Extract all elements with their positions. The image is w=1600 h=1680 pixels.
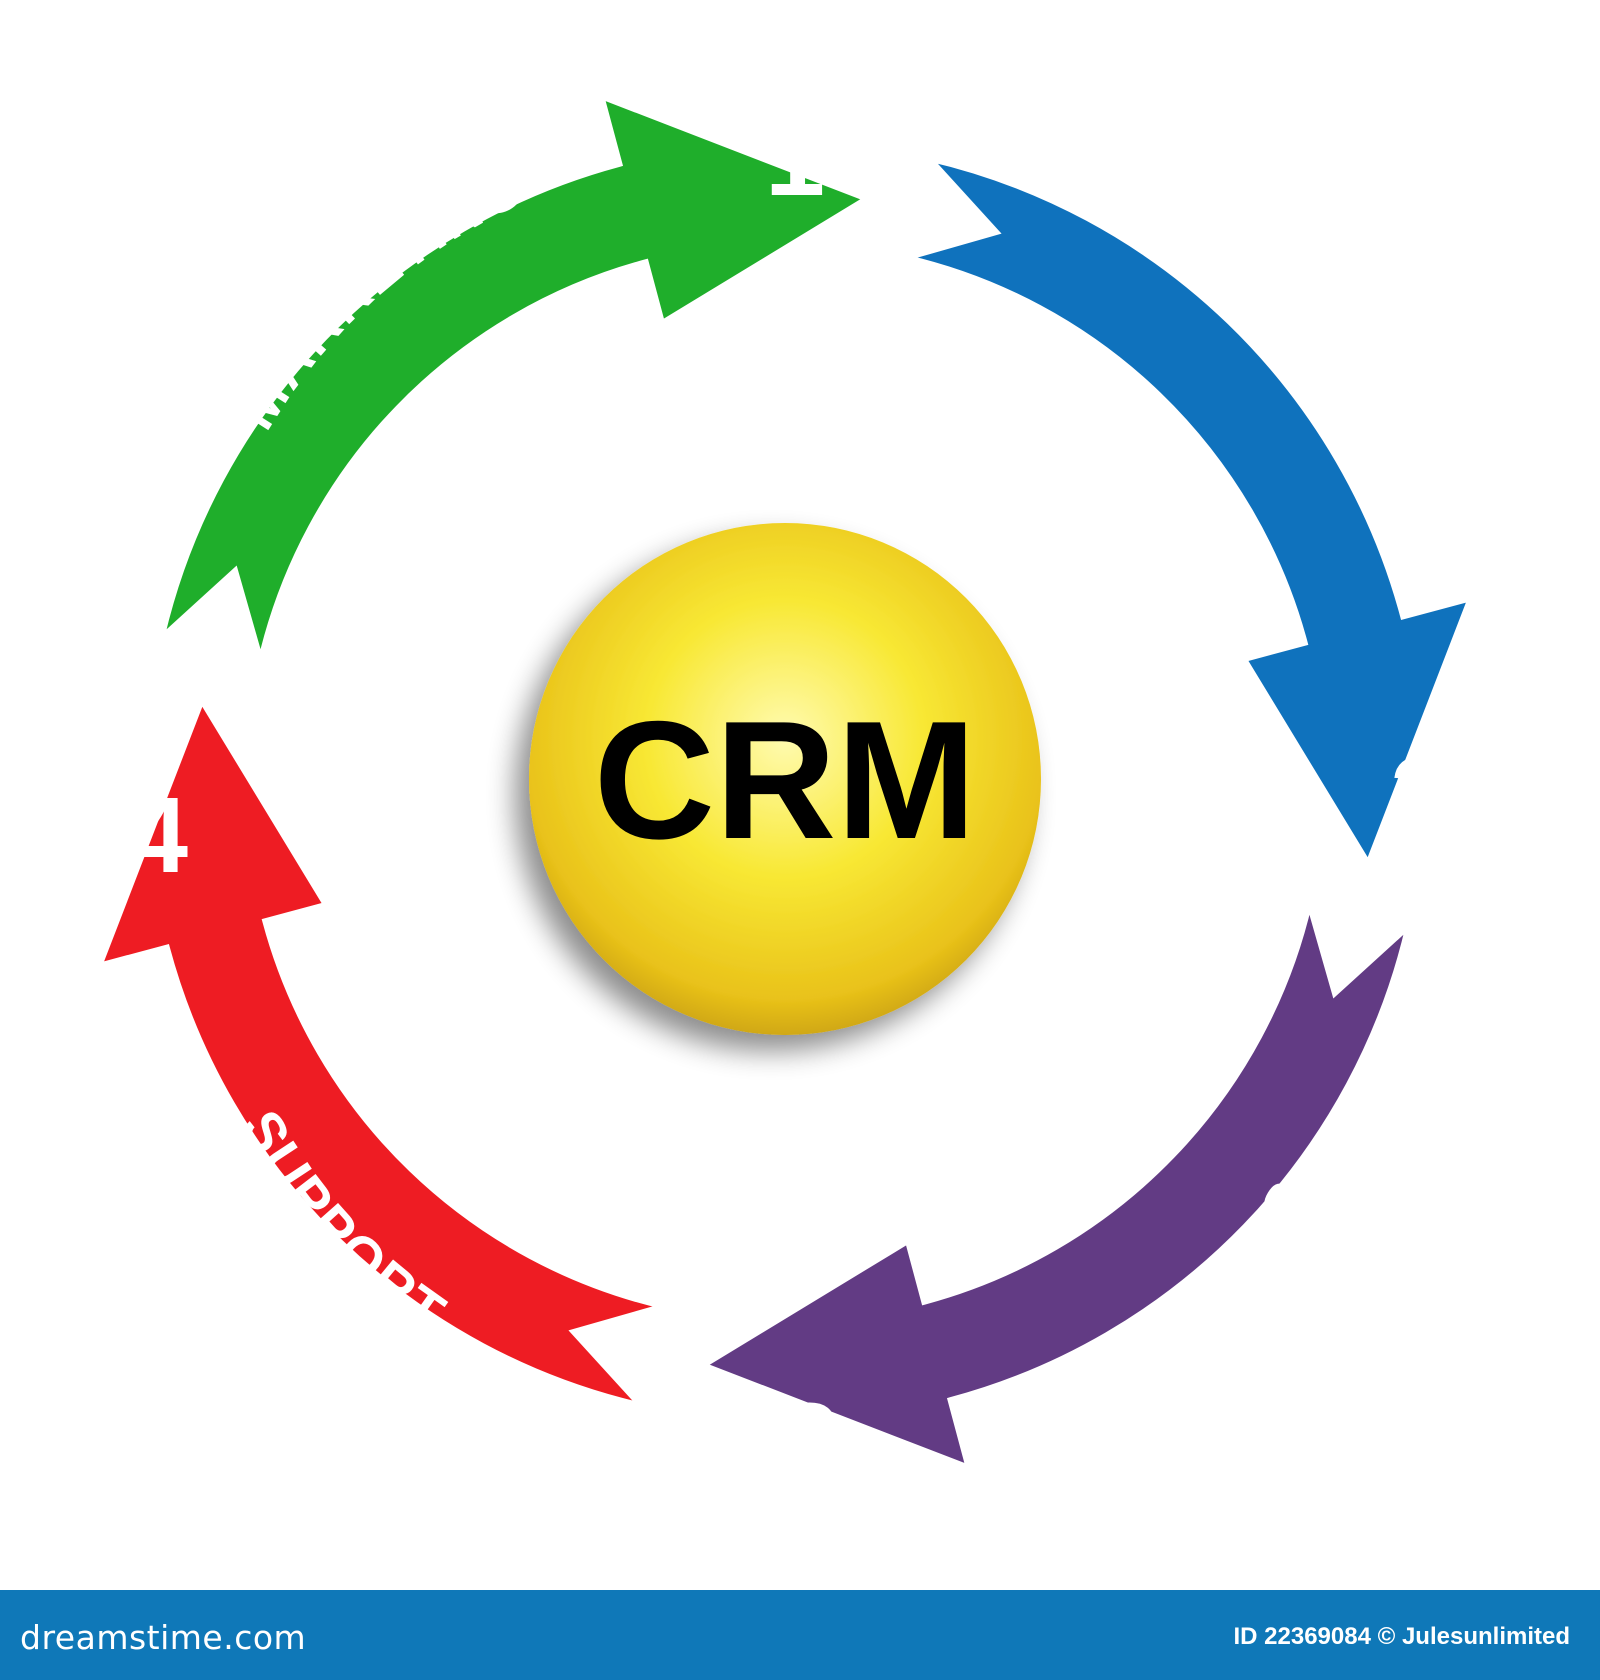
center-ball [529,523,1041,1035]
center-label: CRM [594,686,977,874]
step-number-1: 1 [765,97,825,218]
footer-logo: dreamstime.com [20,1618,307,1657]
watermark-footer-bar: dreamstime.com ID 22369084 © Julesunlimi… [0,1590,1600,1680]
step-number-2: 2 [1390,734,1450,855]
footer-credit: ID 22369084 © Julesunlimited [1233,1623,1570,1650]
step-number-3: 3 [780,1380,840,1501]
arrow-step-2 [905,153,1476,871]
arrow-step-4 [94,693,665,1411]
crm-center-ball: CRM [529,523,1041,1035]
arrow-step-1 [156,91,874,662]
arrow-step-3 [696,902,1414,1473]
step-number-4: 4 [128,774,188,895]
